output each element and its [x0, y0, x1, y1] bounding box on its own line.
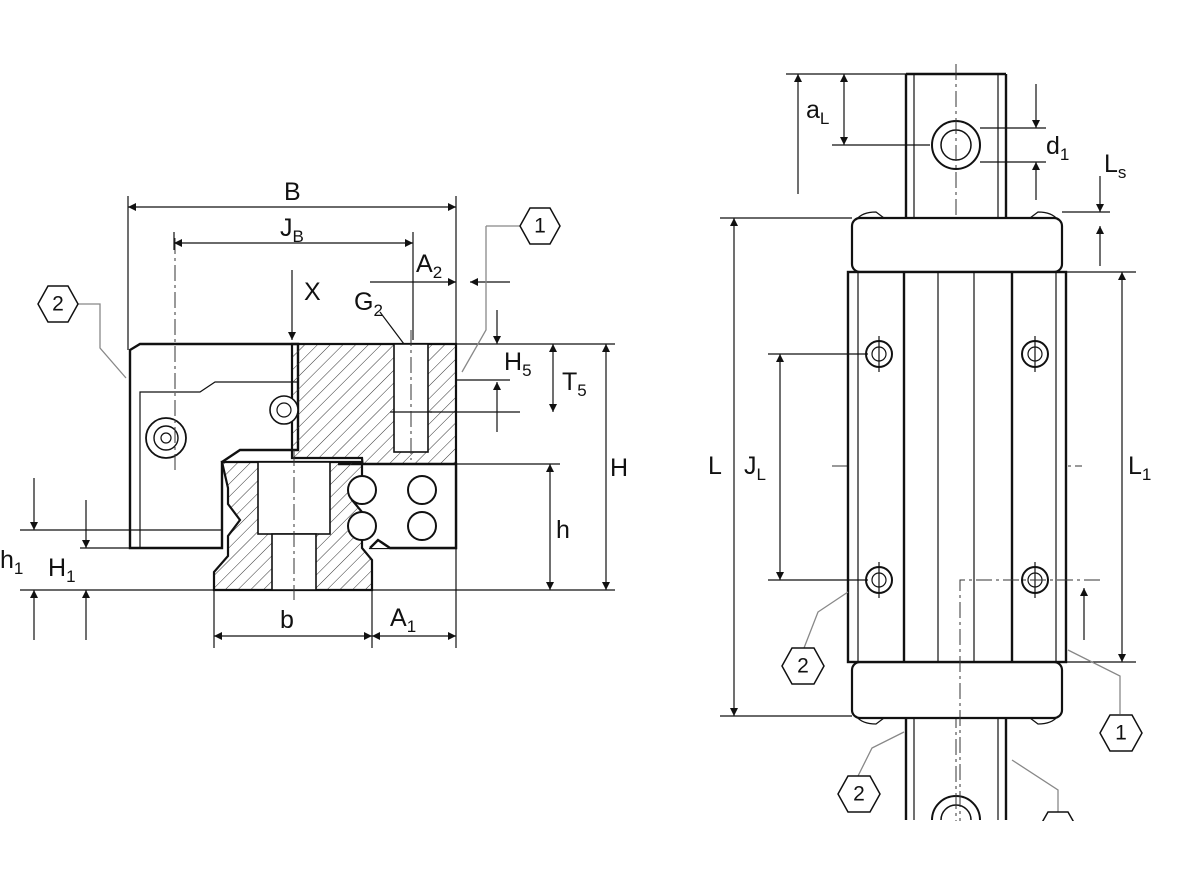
dim-H1: H1	[48, 554, 76, 586]
callout-1-front	[519, 207, 561, 245]
dim-JB: JB	[280, 214, 304, 246]
lube-nipple	[145, 417, 187, 459]
svg-text:1: 1	[1115, 722, 1127, 745]
dim-h: h	[556, 516, 570, 544]
svg-text:2: 2	[853, 783, 865, 806]
dim-aL: aL	[806, 96, 829, 128]
dim-L: L	[708, 452, 722, 480]
dim-T5: T5	[562, 368, 587, 400]
dim-b: b	[280, 606, 294, 634]
callout-2-top	[781, 647, 825, 685]
callout-1-top	[1099, 714, 1143, 752]
dim-h1: h1	[0, 546, 23, 578]
dim-L1: L1	[1128, 452, 1151, 484]
carriage-holes	[865, 336, 1049, 598]
dim-B: B	[284, 178, 301, 206]
balls	[347, 475, 437, 541]
carriage-body	[846, 270, 1068, 664]
label-X: X	[304, 278, 321, 306]
ball-race-outline	[338, 462, 458, 550]
end-seal-top	[850, 216, 1064, 274]
dim-Ls: Ls	[1104, 150, 1126, 182]
label-G2: G2	[354, 288, 383, 320]
dim-JL: JL	[744, 452, 766, 484]
dim-d1: d1	[1046, 132, 1069, 164]
callout-2-bottom	[837, 775, 881, 813]
svg-text:2: 2	[797, 655, 809, 678]
dim-H5: H5	[504, 348, 532, 380]
carriage-seal-inner	[139, 381, 298, 548]
front-view: B JB A2 X G2 H5 T5 H h h1 H1	[0, 178, 628, 648]
end-seal-bottom	[850, 660, 1064, 720]
svg-text:1: 1	[534, 215, 546, 238]
dim-H: H	[610, 454, 628, 482]
top-view: aL d1 Ls L JL L1 2 1 2 1	[708, 64, 1151, 834]
callout-2-front	[37, 285, 79, 323]
dim-A1: A1	[390, 604, 416, 636]
dim-A2: A2	[416, 250, 442, 282]
svg-text:2: 2	[52, 293, 64, 316]
